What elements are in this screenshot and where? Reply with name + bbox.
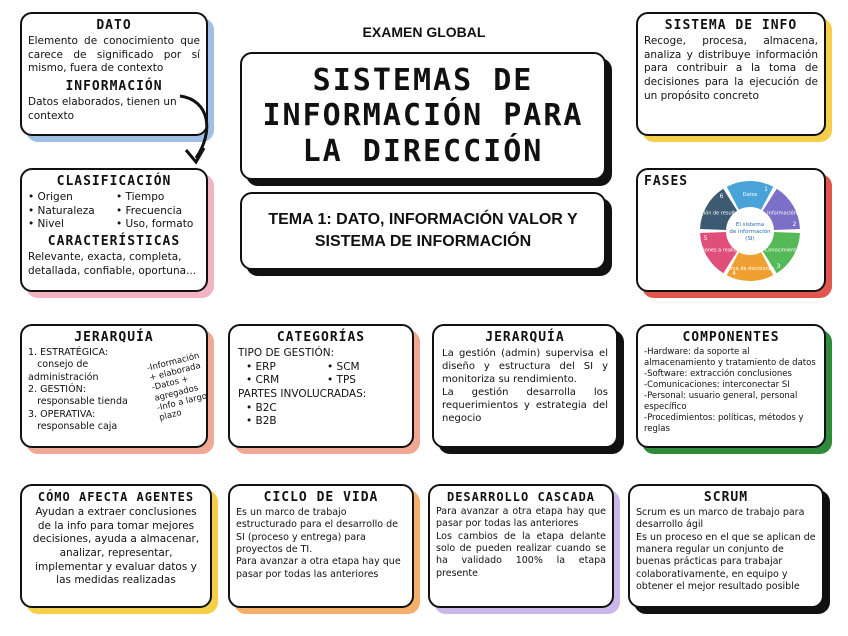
clasificacion-card: CLASIFICACIÓN • Origen • Tiempo • Natura…: [20, 168, 208, 292]
fase-label: Datos: [743, 192, 758, 198]
fase-segment: [762, 231, 800, 274]
fase-number: 3: [777, 263, 781, 270]
clasificacion-item: • Tiempo: [116, 191, 165, 203]
tema-card: TEMA 1: DATO, INFORMACIÓN VALOR Y SISTEM…: [240, 192, 606, 270]
agentes-text: Ayudan a extraer conclusiones de la info…: [32, 506, 200, 587]
cascada-text2: Los cambios de la etapa delante solo de …: [436, 530, 606, 579]
informacion-text: Datos elaborados, tienen un contexto: [28, 95, 177, 122]
caracteristicas-heading: CARACTERÍSTICAS: [47, 233, 181, 249]
jerarquia-item: 1. ESTRATÉGICA: consejo de administració…: [28, 347, 109, 383]
clasificacion-item: • Uso, formato: [116, 218, 194, 231]
jerarquia-gestion-heading: JERARQUÍA: [485, 330, 565, 345]
tema-title: TEMA 1: DATO, INFORMACIÓN VALOR Y SISTEM…: [268, 211, 578, 250]
sistema-info-text: Recoge, procesa, almacena, analiza y dis…: [644, 35, 818, 102]
partes-list: • B2C • B2B: [238, 402, 404, 429]
jerarquia-item: 2. GESTIÓN: responsable tienda: [28, 384, 128, 408]
fase-label: Información: [767, 210, 797, 217]
fases-heading: FASES: [644, 174, 689, 189]
clasificacion-item: • Nivel: [28, 218, 64, 231]
informacion-heading: INFORMACIÓN: [65, 78, 163, 94]
categorias-heading: CATEGORÍAS: [276, 330, 366, 345]
fase-number: 4: [732, 270, 736, 277]
fase-number: 6: [720, 193, 724, 200]
partes-label: PARTES INVOLUCRADAS:: [238, 387, 367, 400]
dato-text: Elemento de conocimiento que carece de s…: [28, 35, 200, 75]
scrum-heading: SCRUM: [703, 490, 749, 505]
curved-arrow-icon: [179, 94, 209, 165]
fase-number: 2: [793, 221, 797, 228]
tipo-gestion-item: • ERP: [246, 360, 276, 373]
tipo-gestion-item: • SCM: [327, 360, 360, 373]
tipo-gestion-item: • TPS: [327, 374, 356, 387]
dato-heading: DATO: [96, 18, 132, 33]
jerarquia-notes: -Información + elaborada -Datos + agrega…: [146, 349, 219, 423]
sistema-info-card: SISTEMA DE INFO Recoge, procesa, almacen…: [636, 12, 826, 136]
fase-segment: [700, 188, 738, 231]
clasificacion-list: • Origen • Tiempo • Naturaleza • Frecuen…: [28, 191, 200, 232]
jerarquia-gestion-text2: La gestión desarrolla los requerimientos…: [442, 387, 608, 424]
fase-segment: [726, 181, 774, 210]
componente-item: -Procedimientos: políticas, métodos y re…: [644, 413, 804, 435]
componentes-card: COMPONENTES -Hardware: da soporte al alm…: [636, 324, 826, 448]
jerarquia-list: 1. ESTRATÉGICA: consejo de administració…: [28, 347, 140, 433]
jerarquia-gestion-card: JERARQUÍA La gestión (admin) supervisa e…: [432, 324, 618, 448]
cascada-card: DESARROLLO CASCADA Para avanzar a otra e…: [428, 484, 614, 608]
ciclo-card: CICLO DE VIDA Es un marco de trabajo est…: [228, 484, 414, 608]
ciclo-text2: Para avanzar a otra etapa hay que pasar …: [236, 556, 401, 580]
cascada-text1: Para avanzar a otra etapa hay que pasar …: [436, 506, 606, 530]
jerarquia-gestion-text1: La gestión (admin) supervisa el diseño y…: [442, 348, 608, 385]
fase-label: Conocimiento: [765, 248, 799, 254]
ciclo-text1: Es un marco de trabajo estructurado para…: [236, 507, 398, 556]
componente-item: -Personal: usuario general, personal esp…: [644, 391, 798, 413]
main-title: SISTEMAS DE INFORMACIÓN PARA LA DIRECCIÓ…: [262, 62, 584, 169]
scrum-text2: Es un proceso en el que se aplican de ma…: [636, 531, 816, 593]
clasificacion-item: • Naturaleza: [28, 204, 95, 217]
agentes-heading: CÓMO AFECTA AGENTES: [37, 490, 195, 504]
cascada-heading: DESARROLLO CASCADA: [446, 490, 596, 504]
componentes-list: -Hardware: da soporte al almacenamiento …: [644, 347, 818, 435]
tipo-gestion-item: • CRM: [246, 374, 280, 387]
fase-segment: [700, 231, 738, 274]
componente-item: -Hardware: da soporte al almacenamiento …: [644, 347, 816, 369]
sistema-info-heading: SISTEMA DE INFO: [664, 18, 798, 33]
jerarquia-card: JERARQUÍA 1. ESTRATÉGICA: consejo de adm…: [20, 324, 208, 448]
exam-label: EXAMEN GLOBAL: [362, 24, 486, 40]
ciclo-heading: CICLO DE VIDA: [263, 490, 379, 505]
caracteristicas-text: Relevante, exacta, completa, detallada, …: [28, 250, 197, 277]
scrum-text1: Scrum es un marco de trabajo para desarr…: [636, 507, 805, 531]
clasificacion-item: • Origen: [28, 191, 73, 203]
partes-item: • B2B: [246, 415, 277, 428]
fase-segment: [762, 188, 800, 231]
tipo-gestion-label: TIPO DE GESTIÓN:: [238, 347, 335, 359]
partes-item: • B2C: [246, 401, 277, 414]
scrum-card: SCRUM Scrum es un marco de trabajo para …: [628, 484, 824, 608]
fase-label: Medición de resultados: [690, 210, 747, 217]
clasificacion-heading: CLASIFICACIÓN: [56, 174, 172, 189]
categorias-card: CATEGORÍAS TIPO DE GESTIÓN: • ERP • SCM …: [228, 324, 414, 448]
fase-number: 1: [764, 186, 768, 193]
componentes-heading: COMPONENTES: [682, 330, 780, 345]
main-title-card: SISTEMAS DE INFORMACIÓN PARA LA DIRECCIÓ…: [240, 52, 606, 180]
jerarquia-heading: JERARQUÍA: [74, 330, 154, 345]
componente-item: -Software: extracción conclusiones: [644, 369, 792, 380]
clasificacion-item: • Frecuencia: [116, 204, 183, 217]
fase-segment: [726, 252, 774, 281]
fase-label: Toma de decisiones: [725, 266, 775, 272]
fase-number: 5: [704, 235, 708, 242]
fase-label: Acciones a realizar: [694, 248, 742, 254]
componente-item: -Comunicaciones: interconectar SI: [644, 380, 790, 391]
agentes-card: CÓMO AFECTA AGENTES Ayudan a extraer con…: [20, 484, 212, 608]
tipo-gestion-list: • ERP • SCM • CRM • TPS: [238, 361, 404, 388]
jerarquia-item: 3. OPERATIVA: responsable caja: [28, 408, 118, 433]
dato-card: DATO Elemento de conocimiento que carece…: [20, 12, 208, 136]
